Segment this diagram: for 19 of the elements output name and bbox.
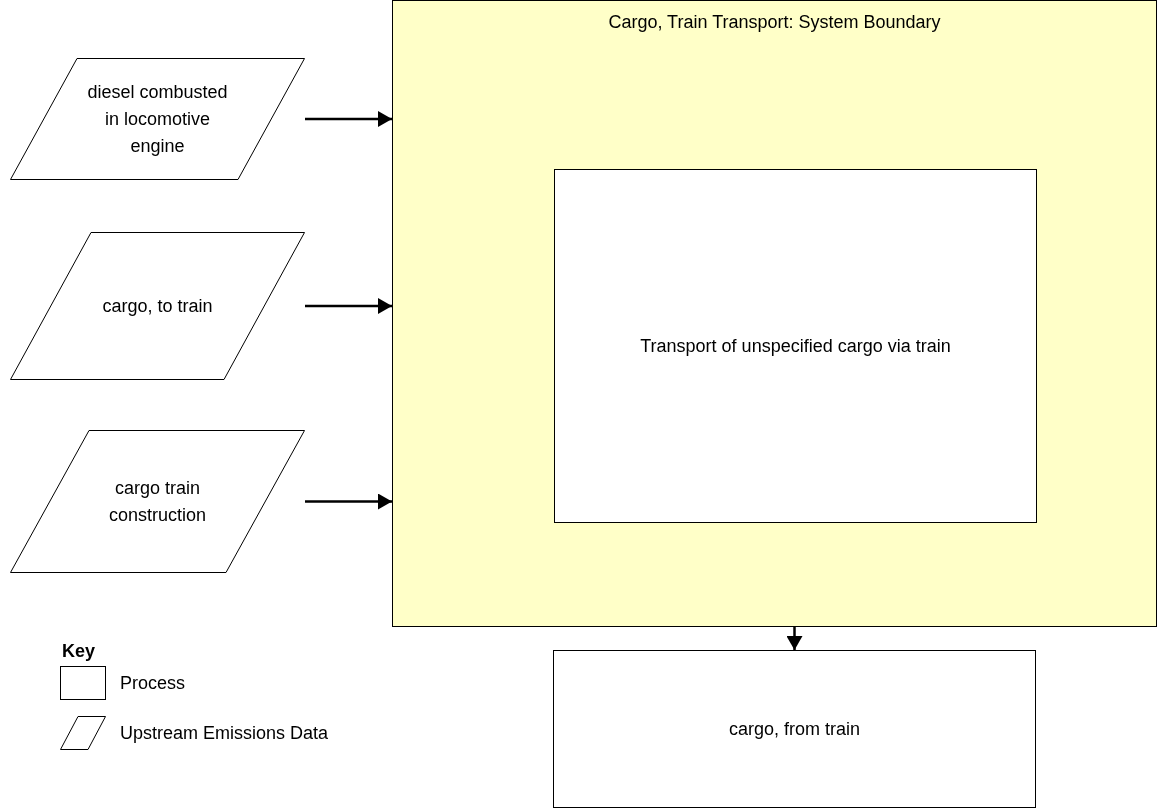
input-parallelogram bbox=[10, 58, 305, 180]
arrow bbox=[786, 627, 803, 650]
legend-text: Process bbox=[120, 671, 186, 695]
input-parallelogram bbox=[10, 232, 305, 380]
node-text: cargo, to train bbox=[101, 294, 214, 318]
arrow bbox=[305, 493, 392, 510]
node-text: cargo train construction bbox=[107, 476, 208, 527]
process-box bbox=[553, 650, 1036, 808]
system-boundary bbox=[392, 0, 1157, 627]
node-text: cargo, from train bbox=[727, 717, 861, 741]
legend-text: Upstream Emissions Data bbox=[120, 721, 329, 745]
arrow bbox=[305, 298, 392, 314]
process-box bbox=[554, 169, 1037, 523]
node-text: diesel combusted in locomotive engine bbox=[86, 80, 229, 158]
node-text: Transport of unspecified cargo via train bbox=[639, 334, 952, 358]
arrow bbox=[305, 111, 392, 127]
input-parallelogram bbox=[10, 430, 305, 573]
legend-title: Key bbox=[62, 640, 96, 663]
boundary-title: Cargo, Train Transport: System Boundary bbox=[607, 11, 942, 34]
